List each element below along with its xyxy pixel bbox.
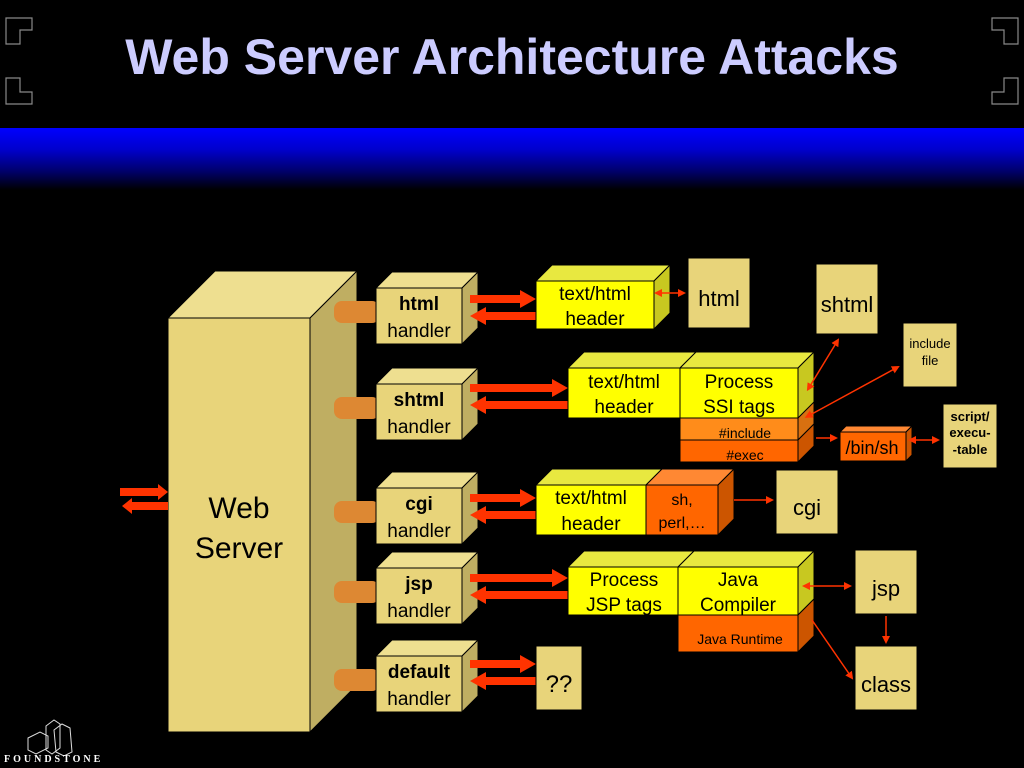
html-header-text-2: header <box>565 309 625 330</box>
java-compiler-text-2: Compiler <box>700 595 777 616</box>
shtml-request-arrows <box>470 379 568 414</box>
cgi-interpreter-text-1: sh, <box>671 492 692 509</box>
handler-connector <box>334 581 380 603</box>
handler-default: default handler <box>334 638 480 714</box>
handler-jsp: jsp handler <box>334 550 480 626</box>
cgi-file-doc: cgi <box>775 469 839 535</box>
shtml-file-label: shtml <box>821 292 874 317</box>
unknown-file-doc: ?? <box>535 645 583 711</box>
html-header-box: text/html header <box>534 263 672 331</box>
handler-suffix: handler <box>387 417 451 438</box>
include-file-label-2: file <box>922 353 939 368</box>
handler-name: cgi <box>405 494 432 515</box>
process-jsp-text-1: Process <box>590 570 659 591</box>
process-ssi-text-1: Process <box>705 372 774 393</box>
java-compiler-box: Java Compiler <box>676 549 816 617</box>
jsp-file-doc: jsp <box>854 549 918 615</box>
handler-suffix: handler <box>387 521 451 542</box>
jsp-file-label: jsp <box>871 576 900 601</box>
shtml-file-doc: shtml <box>815 263 879 335</box>
include-file-doc: include file <box>902 322 958 388</box>
html-file-doc: html <box>687 257 751 329</box>
corner-bracket-left-icon <box>5 17 33 105</box>
cgi-header-box: text/html header <box>534 468 664 536</box>
html-file-label: html <box>698 286 740 311</box>
cgi-interpreter-box: sh, perl,… <box>644 467 736 537</box>
handler-connector <box>334 669 380 691</box>
include-file-label-1: include <box>909 336 950 351</box>
handler-name: default <box>388 662 451 683</box>
client-request-arrows <box>120 484 168 514</box>
process-ssi-box: Process SSI tags #include #exec <box>678 350 816 464</box>
default-request-arrows <box>470 655 536 690</box>
shtml-row: text/html header Process SSI tags #inclu… <box>470 263 998 469</box>
handler-suffix: handler <box>387 321 451 342</box>
slide-title: Web Server Architecture Attacks <box>125 29 899 85</box>
class-file-label: class <box>861 672 911 697</box>
script-label-2: execu- <box>949 425 990 440</box>
script-label-1: script/ <box>950 409 989 424</box>
bin-sh-box: /bin/sh <box>838 424 914 463</box>
include-directive-label: #include <box>719 425 771 441</box>
process-jsp-box: Process JSP tags <box>566 550 696 616</box>
unknown-file-label: ?? <box>546 671 573 698</box>
shtml-header-text-2: header <box>594 397 654 418</box>
handler-connector <box>334 301 380 323</box>
title-gradient-band <box>0 128 1024 190</box>
foundstone-logo-text: FOUNDSTONE <box>4 754 104 765</box>
foundstone-logo-icon <box>27 719 73 756</box>
handler-name: jsp <box>404 574 432 595</box>
process-ssi-text-2: SSI tags <box>703 397 775 418</box>
default-row: ?? <box>470 645 583 711</box>
handler-html: html handler <box>334 270 480 346</box>
handler-suffix: handler <box>387 689 451 710</box>
html-request-arrows <box>470 290 536 325</box>
java-compiler-text-1: Java <box>718 570 759 591</box>
web-server-label-1: Web <box>208 492 269 525</box>
cgi-file-label: cgi <box>793 495 821 520</box>
cgi-header-text-1: text/html <box>555 488 627 509</box>
script-label-3: -table <box>953 442 988 457</box>
shtml-header-box: text/html header <box>566 351 698 419</box>
handler-connector <box>334 397 380 419</box>
handler-suffix: handler <box>387 601 451 622</box>
jsp-row: Process JSP tags Java Compiler Java Runt… <box>470 549 918 711</box>
html-header-text-1: text/html <box>559 284 631 305</box>
cgi-request-arrows <box>470 489 536 524</box>
jsp-request-arrows <box>470 569 568 604</box>
java-runtime-box: Java Runtime <box>677 597 815 654</box>
web-server-label-2: Server <box>195 532 283 565</box>
script-executable-doc: script/ execu- -table <box>942 403 998 469</box>
corner-bracket-right-icon <box>991 17 1019 105</box>
process-jsp-text-2: JSP tags <box>586 595 662 616</box>
web-server-box: Web Server <box>166 269 359 734</box>
shtml-header-text-1: text/html <box>588 372 660 393</box>
handler-connector <box>334 501 380 523</box>
bin-sh-label: /bin/sh <box>845 438 898 458</box>
java-runtime-label: Java Runtime <box>697 631 783 647</box>
html-row: text/html header html <box>470 257 751 331</box>
cgi-row: text/html header sh, perl,… cgi <box>470 467 839 537</box>
handler-cgi: cgi handler <box>334 470 480 546</box>
cgi-header-text-2: header <box>561 514 621 535</box>
cgi-interpreter-text-2: perl,… <box>658 515 705 532</box>
exec-directive-label: #exec <box>726 447 763 463</box>
handler-shtml: shtml handler <box>334 366 480 442</box>
handler-name: shtml <box>394 390 445 411</box>
handler-name: html <box>399 294 439 315</box>
class-file-doc: class <box>854 645 918 711</box>
